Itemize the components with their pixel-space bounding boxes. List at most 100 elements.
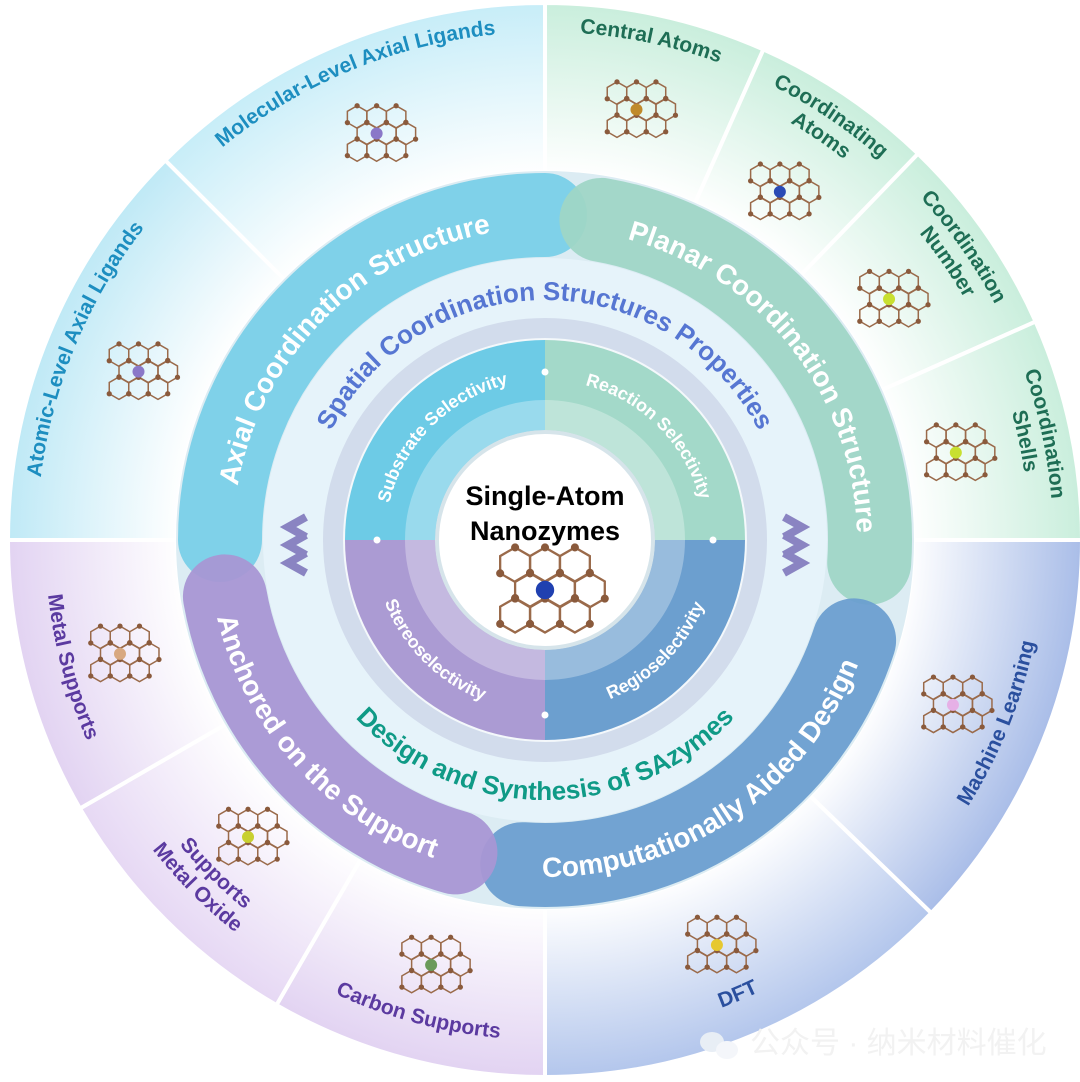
atom — [979, 690, 985, 697]
atom — [624, 129, 630, 135]
atom — [399, 951, 405, 957]
molecule-icon — [747, 161, 822, 221]
atom — [982, 438, 988, 445]
atom — [255, 856, 261, 862]
atom — [274, 823, 280, 829]
atom — [806, 211, 812, 217]
arrow-head-icon — [541, 711, 549, 719]
atom — [383, 119, 389, 125]
atom — [225, 839, 232, 845]
central-atom — [949, 446, 962, 459]
atom — [921, 691, 927, 697]
watermark-text: 公众号 · 纳米材料催化 — [750, 1027, 1047, 1060]
atom — [962, 472, 969, 478]
atom — [915, 285, 921, 291]
atom — [97, 656, 104, 662]
central-atom — [535, 580, 555, 600]
chevron — [279, 549, 308, 577]
atom — [806, 177, 812, 184]
atom — [127, 673, 133, 679]
molecule-ring — [257, 841, 279, 866]
chevron — [782, 513, 811, 541]
atom — [866, 268, 873, 274]
atom — [733, 947, 740, 953]
atom — [555, 568, 564, 577]
atom — [165, 357, 171, 363]
atom — [555, 619, 564, 628]
atom — [743, 931, 749, 937]
atom — [457, 951, 463, 957]
atom — [816, 194, 822, 201]
central-atom — [710, 939, 723, 952]
atom — [97, 623, 104, 629]
chevron — [782, 549, 811, 577]
atom — [886, 268, 892, 274]
atom — [373, 103, 380, 109]
atom — [438, 984, 444, 990]
atom — [923, 439, 930, 445]
atom — [126, 391, 132, 397]
molecule-ring — [440, 969, 462, 994]
right-chevron-icon — [782, 513, 811, 577]
central-atom — [132, 365, 145, 378]
atom — [511, 594, 520, 603]
atom — [685, 931, 691, 937]
atom — [570, 594, 579, 603]
atom — [408, 967, 415, 973]
atom — [570, 543, 579, 552]
atom — [653, 112, 659, 118]
atom — [146, 673, 152, 679]
atom — [264, 806, 271, 812]
molecule-icon — [857, 268, 931, 328]
atom — [940, 690, 946, 697]
central-atom — [630, 103, 643, 116]
atom — [155, 341, 161, 347]
atom — [733, 914, 740, 920]
atom — [876, 318, 882, 324]
atom — [604, 96, 610, 102]
atom — [653, 79, 659, 85]
atom — [526, 568, 535, 577]
atom — [145, 391, 151, 397]
central-atom — [773, 185, 786, 198]
atom — [136, 623, 143, 629]
atom — [496, 619, 505, 628]
atom — [743, 964, 749, 970]
central-atom — [883, 293, 896, 306]
atom — [614, 79, 620, 85]
molecule-ring — [788, 196, 810, 221]
molecule-ring — [964, 457, 986, 482]
atom — [235, 856, 241, 862]
molecule-ring — [961, 709, 983, 734]
atom — [672, 112, 679, 118]
central-atom — [242, 830, 255, 843]
molecule-icon — [923, 422, 998, 482]
atom — [126, 357, 132, 363]
atom — [940, 724, 946, 730]
atom — [960, 690, 966, 697]
central-atom — [425, 959, 438, 972]
atom — [694, 914, 701, 920]
atom — [943, 472, 949, 478]
atom — [383, 152, 390, 159]
atom — [933, 455, 939, 461]
central-atom — [113, 647, 126, 660]
atom — [857, 318, 863, 324]
atom — [364, 119, 370, 125]
atom — [857, 285, 863, 291]
atom — [156, 656, 162, 663]
atom — [88, 673, 94, 679]
atom — [633, 79, 640, 85]
atom — [447, 967, 454, 973]
atom — [953, 422, 959, 428]
atom — [757, 161, 763, 167]
atom — [962, 438, 969, 445]
atom — [767, 177, 773, 184]
atom — [943, 438, 949, 445]
atom — [216, 823, 222, 829]
atom — [663, 129, 669, 135]
atom — [585, 619, 594, 628]
molecule-ring — [147, 376, 169, 401]
arrow-head-icon — [709, 536, 717, 544]
